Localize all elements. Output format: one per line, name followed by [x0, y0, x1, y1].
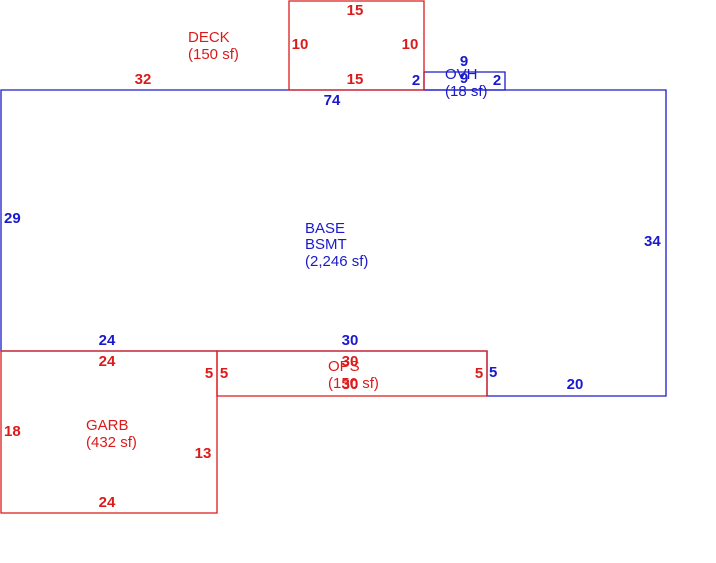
deck-label-line1: DECK — [188, 29, 230, 46]
dim-base-step: 5 — [489, 364, 497, 381]
base-label-line2: BSMT — [305, 236, 347, 253]
base-label-line1: BASE — [305, 220, 345, 237]
dim-garb-right-upper: 5 — [205, 365, 213, 382]
dim-garb-right-lower: 13 — [195, 445, 212, 462]
dim-base-right: 34 — [644, 233, 661, 250]
deck-outline — [288, 0, 425, 91]
ovh-label-area: (18 sf) — [445, 83, 488, 100]
ops-label-area: (150 sf) — [328, 375, 379, 392]
dim-garb-bottom: 24 — [99, 494, 116, 511]
dim-base-left: 29 — [4, 210, 21, 227]
dim-ops-top: 30 — [342, 353, 359, 370]
dim-garb-top: 24 — [99, 353, 116, 370]
dim-base-bottom-mid: 30 — [342, 332, 359, 349]
dim-ops-bottom: 30 — [342, 376, 359, 393]
dim-ovh-bottom: 9 — [460, 70, 468, 87]
garb-label-area: (432 sf) — [86, 434, 137, 451]
deck-label-area: (150 sf) — [188, 46, 239, 63]
dim-ops-left: 5 — [220, 365, 228, 382]
dim-ovh-top: 9 — [460, 53, 468, 70]
dim-deck-offset: 32 — [135, 71, 152, 88]
garb-label-line1: GARB — [86, 417, 129, 434]
dim-ovh-left: 2 — [412, 72, 420, 89]
base-label-area: (2,246 sf) — [305, 253, 368, 270]
garb-outline — [0, 350, 218, 514]
dim-base-bottom-left: 24 — [99, 332, 116, 349]
dim-deck-left: 10 — [292, 36, 309, 53]
dim-base-bottom-right: 20 — [567, 376, 584, 393]
dim-base-top: 74 — [324, 92, 341, 109]
dim-ops-right: 5 — [475, 365, 483, 382]
dim-deck-right: 10 — [402, 36, 419, 53]
ops-label-line1: OPS — [328, 358, 360, 375]
dim-garb-left: 18 — [4, 423, 21, 440]
ops-outline — [216, 350, 488, 397]
dim-deck-bottom: 15 — [347, 71, 364, 88]
dim-ovh-right: 2 — [493, 72, 501, 89]
ovh-label-line1: OVH — [445, 66, 478, 83]
dim-deck-top: 15 — [347, 2, 364, 19]
